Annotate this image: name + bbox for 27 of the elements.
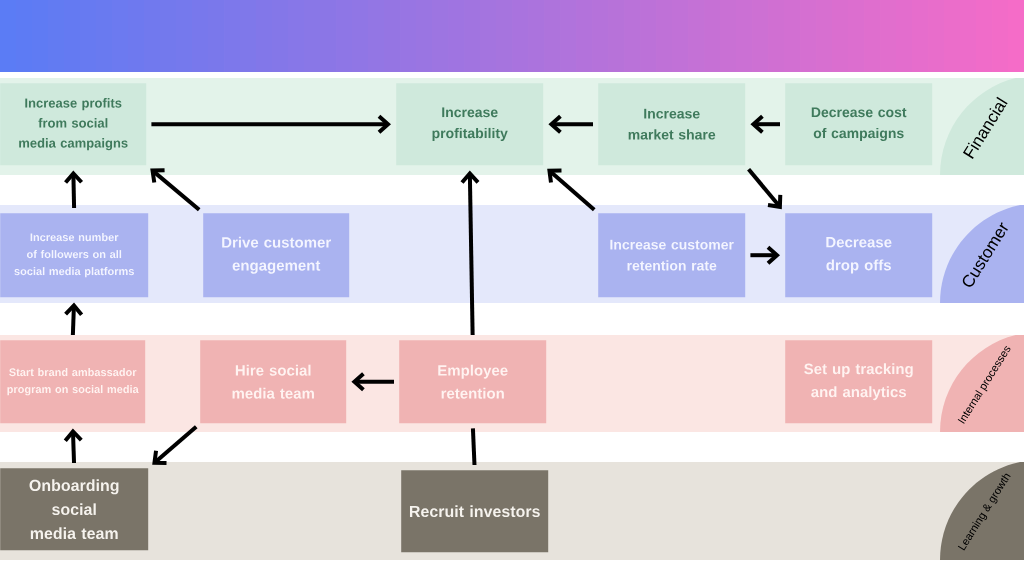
arrow	[750, 245, 780, 265]
arrow	[151, 114, 391, 134]
objective-box: Increase customer retention rate	[598, 213, 746, 298]
arrow	[63, 428, 83, 464]
arrow	[747, 167, 783, 210]
objective-box: Set up tracking and analytics	[785, 340, 933, 424]
objective-box: Recruit investors	[401, 470, 549, 553]
objective-box: Drive customer engagement	[203, 213, 350, 298]
objective-box: Hire social media team	[200, 340, 347, 424]
arrow	[152, 425, 198, 465]
objective-box: Decrease cost of campaigns	[785, 83, 933, 166]
arrow	[547, 168, 596, 212]
objective-box: Increase number of followers on all social media platforms	[0, 213, 149, 298]
arrow	[64, 170, 84, 209]
arrow	[750, 114, 780, 134]
objective-box: Start brand ambassador program on social media	[0, 340, 146, 424]
arrow	[150, 168, 201, 212]
arrow	[548, 114, 593, 134]
arrow	[351, 372, 394, 392]
objective-box: Increase market share	[598, 83, 746, 166]
objective-box: Onboarding social media team	[0, 468, 149, 551]
objective-box: Employee retention	[399, 340, 547, 424]
objective-box: Increase profits from social media campaigns	[0, 83, 147, 166]
objective-box: Increase profitability	[396, 83, 544, 166]
arrow	[64, 302, 84, 336]
objective-box: Decrease drop offs	[785, 213, 933, 298]
arrow	[460, 170, 480, 336]
